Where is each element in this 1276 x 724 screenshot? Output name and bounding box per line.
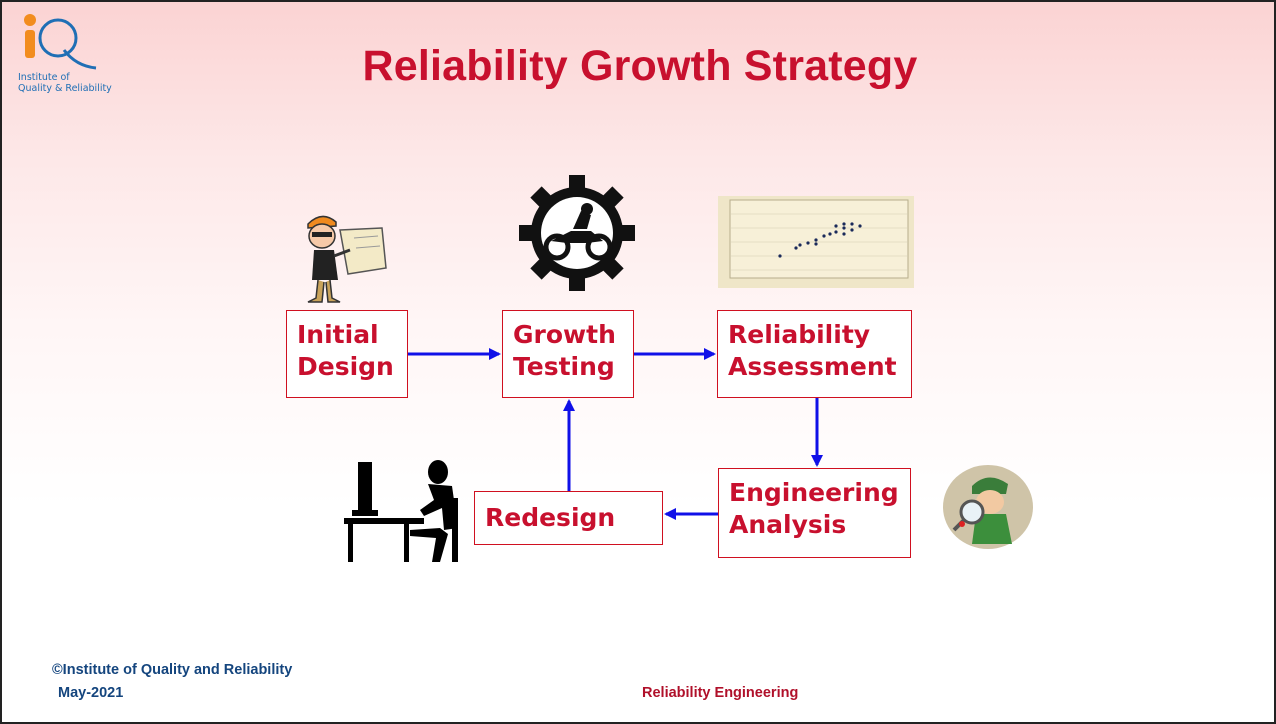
box-engineering-analysis: Engineering Analysis xyxy=(718,468,911,558)
scatter-plot-icon xyxy=(718,196,914,288)
gear-motorcycle-icon xyxy=(519,175,635,291)
footer-date: May-2021 xyxy=(58,685,124,701)
iqr-logo: Institute of Quality & Reliability xyxy=(12,10,122,100)
footer-copyright: ©Institute of Quality and Reliability xyxy=(52,662,293,678)
box-reliability-assessment: Reliability Assessment xyxy=(717,310,912,398)
slide-title: Reliability Growth Strategy xyxy=(362,42,918,90)
detective-magnifier-icon xyxy=(943,465,1033,549)
person-at-computer-icon xyxy=(344,460,458,562)
iqr-logo-mark-icon xyxy=(24,14,97,70)
box-redesign: Redesign xyxy=(474,491,663,545)
logo-text: Institute of Quality & Reliability xyxy=(18,72,112,94)
box-growth-testing: Growth Testing xyxy=(502,310,634,398)
engineer-with-plans-icon xyxy=(307,215,387,303)
box-initial-design: Initial Design xyxy=(286,310,408,398)
footer-course: Reliability Engineering xyxy=(642,685,799,701)
